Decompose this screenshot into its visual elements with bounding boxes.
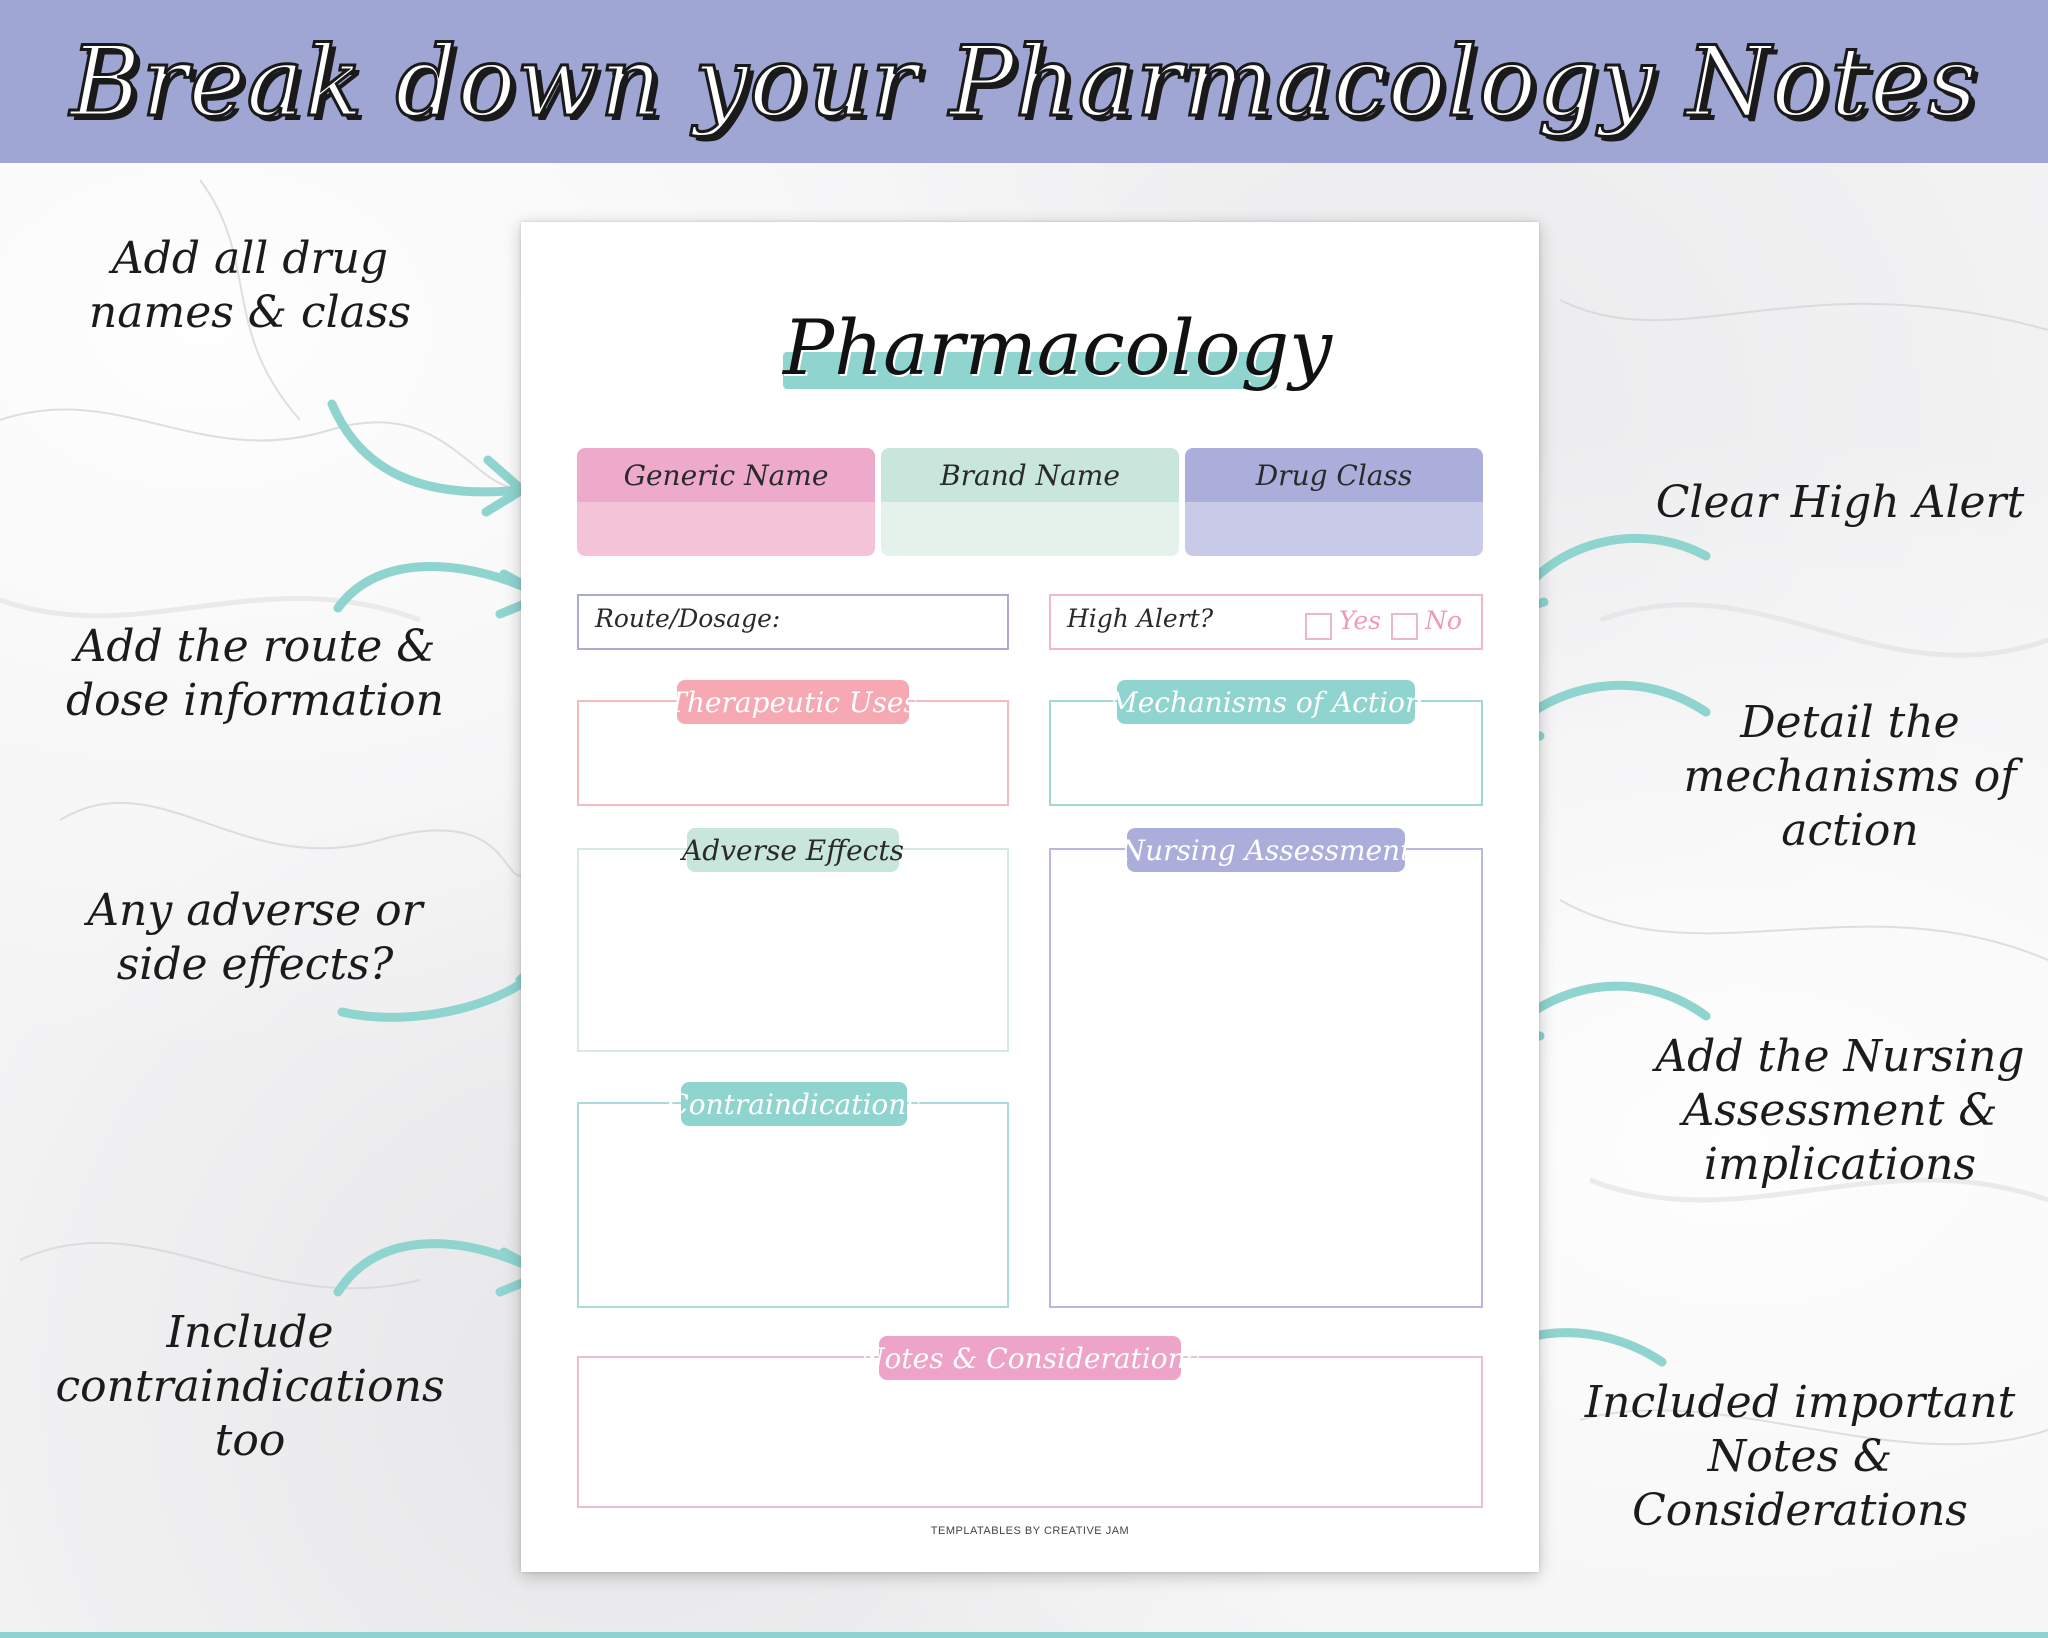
- adverse-effects-box[interactable]: [577, 848, 1009, 1052]
- note-nursing: Add the Nursing Assessment & implication…: [1655, 1031, 2025, 1190]
- therapeutic-uses-label: Therapeutic Uses: [668, 685, 918, 719]
- nursing-assessment-tab: Nursing Assessment: [1121, 828, 1411, 872]
- high-alert-no-checkbox[interactable]: [1391, 613, 1418, 640]
- nursing-assessment-label: Nursing Assessment: [1120, 833, 1412, 867]
- title-highlight: [783, 352, 1277, 389]
- brand-name-field[interactable]: [881, 502, 1179, 556]
- contraindications-box[interactable]: [577, 1102, 1009, 1308]
- high-alert-field: High Alert? Yes No: [1049, 594, 1483, 650]
- high-alert-no-label: No: [1425, 606, 1462, 635]
- worksheet-title: Pharmacology: [783, 303, 1333, 392]
- note-mechanisms: Detail the mechanisms of action: [1683, 697, 2017, 856]
- note-route-dose: Add the route & dose information: [65, 621, 445, 726]
- drug-class-label: Drug Class: [1255, 458, 1413, 492]
- banner-title: Break down your Pharmacology Notes: [69, 24, 1979, 139]
- high-alert-yes-label: Yes: [1339, 606, 1381, 635]
- generic-name-label: Generic Name: [623, 458, 829, 492]
- nursing-assessment-box[interactable]: [1049, 848, 1483, 1308]
- high-alert-label: High Alert?: [1067, 604, 1214, 633]
- footer-credit: TEMPLATABLES BY CREATIVE JAM: [930, 1525, 1130, 1537]
- mechanisms-of-action-tab: Mechanisms of Action: [1109, 680, 1423, 724]
- mechanisms-of-action-label: Mechanisms of Action: [1109, 685, 1423, 719]
- contraindications-label: Contraindications: [667, 1087, 921, 1121]
- contraindications-tab: Contraindications: [667, 1082, 921, 1126]
- brand-name-label: Brand Name: [940, 458, 1120, 492]
- route-dosage-field[interactable]: Route/Dosage:: [577, 594, 1009, 650]
- note-notes: Included important Notes & Consideration…: [1584, 1377, 2016, 1536]
- note-high-alert: Clear High Alert: [1655, 477, 2025, 528]
- bottom-accent-strip: [0, 1632, 2048, 1638]
- route-dosage-label: Route/Dosage:: [595, 604, 781, 633]
- therapeutic-uses-tab: Therapeutic Uses: [668, 680, 918, 724]
- adverse-effects-label: Adverse Effects: [682, 833, 904, 867]
- high-alert-yes-checkbox[interactable]: [1305, 613, 1332, 640]
- header-banner: Break down your Pharmacology Notes: [0, 0, 2048, 163]
- notes-considerations-tab: Notes & Considerations: [860, 1336, 1200, 1380]
- note-contraindications: Include contraindications too: [55, 1307, 445, 1466]
- worksheet-title-block: Pharmacology: [783, 302, 1333, 402]
- note-adverse: Any adverse or side effects?: [87, 885, 423, 990]
- note-drug-names: Add all drug names & class: [88, 233, 412, 338]
- notes-considerations-label: Notes & Considerations: [860, 1341, 1200, 1375]
- generic-name-header: Generic Name: [577, 448, 875, 502]
- pharmacology-worksheet: Pharmacology Generic Name Brand Name Dru…: [521, 222, 1539, 1572]
- generic-name-field[interactable]: [577, 502, 875, 556]
- brand-name-header: Brand Name: [881, 448, 1179, 502]
- adverse-effects-tab: Adverse Effects: [682, 828, 904, 872]
- drug-class-field[interactable]: [1185, 502, 1483, 556]
- drug-class-header: Drug Class: [1185, 448, 1483, 502]
